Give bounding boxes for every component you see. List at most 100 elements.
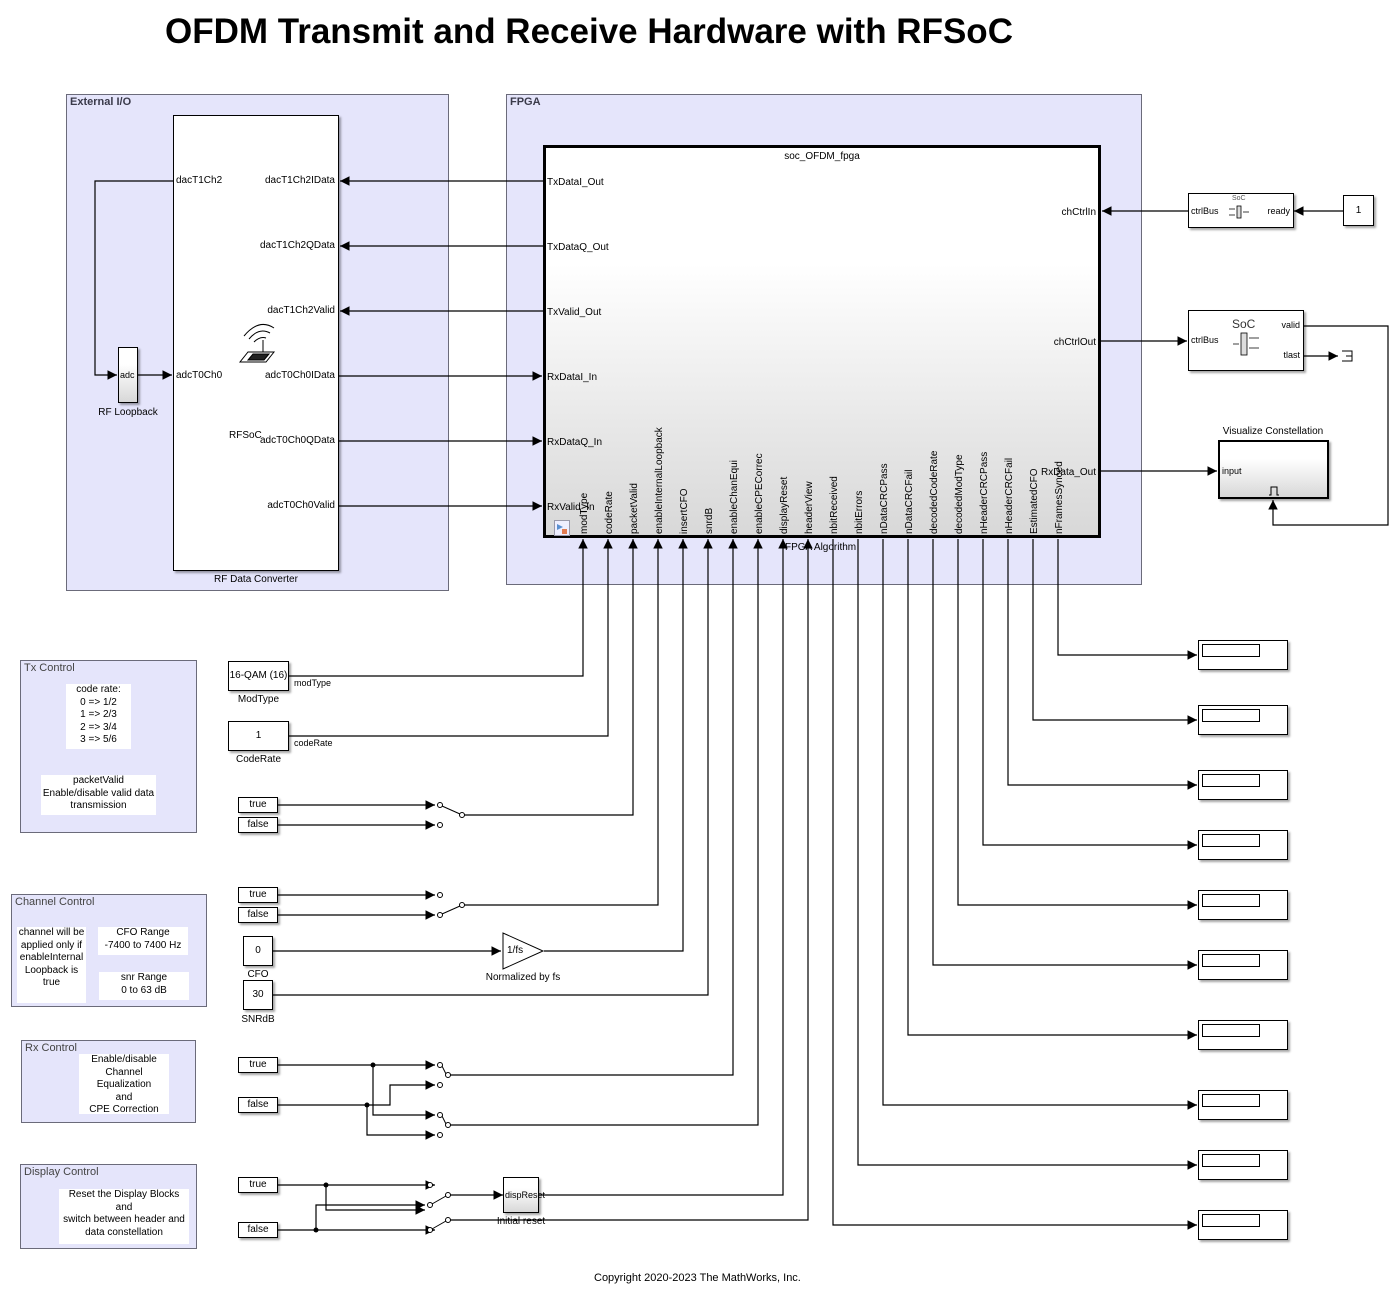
display-block[interactable] (1198, 770, 1288, 800)
packetvalid-false-constant[interactable]: false (238, 817, 278, 833)
loopback-true-constant[interactable]: true (238, 887, 278, 903)
wire (1268, 325, 1389, 526)
display-block[interactable] (1198, 705, 1288, 735)
note-line: 3 => 5/6 (80, 734, 117, 745)
display-value-window (1202, 644, 1260, 657)
area-label: External I/O (70, 96, 132, 108)
junction-dot (370, 1062, 376, 1068)
wire (450, 539, 813, 1221)
rf-loopback-block[interactable]: adc (118, 347, 138, 403)
bottom-port-label: packetValid (629, 483, 640, 534)
rx-true-constant[interactable]: true (238, 1057, 278, 1073)
bottom-port-label: EstimatedCFO (1029, 468, 1040, 534)
display-value-window (1202, 774, 1260, 787)
gain-block (502, 932, 545, 970)
note-line: code rate: (76, 684, 121, 695)
snrdb-constant[interactable]: 30 (243, 980, 273, 1010)
display-block[interactable] (1198, 1150, 1288, 1180)
note-line: data constellation (85, 1226, 163, 1238)
display-value-window (1202, 954, 1260, 967)
port-label: ctrlBus (1191, 335, 1219, 345)
bottom-port-label: enableCPECorrec (754, 453, 765, 534)
rf-loopback-caption: RF Loopback (98, 407, 158, 418)
display-block[interactable] (1198, 1020, 1288, 1050)
port-label: dacT1Ch2 (176, 175, 223, 186)
wire (372, 1065, 435, 1120)
note-line: Channel (105, 1066, 143, 1078)
bottom-port-label: nbitErrors (854, 490, 865, 534)
bottom-port-label: displayReset (779, 476, 790, 534)
display-block[interactable] (1198, 950, 1288, 980)
wire (1007, 539, 1197, 790)
display-block[interactable] (1198, 830, 1288, 860)
wire (1057, 539, 1197, 660)
port-label: tlast (1283, 350, 1300, 360)
port-label: TxDataQ_Out (547, 242, 609, 253)
signal-label: modType (294, 678, 332, 688)
channel-applied-note: channel will be applied only if enableIn… (17, 927, 86, 1003)
display-false-constant[interactable]: false (238, 1222, 278, 1238)
wire (462, 539, 638, 816)
rx-false-constant[interactable]: false (238, 1097, 278, 1113)
coderate-constant[interactable]: 1 (228, 721, 289, 751)
cfo-constant[interactable]: 0 (243, 936, 273, 966)
junction-dot (323, 1182, 329, 1188)
fpga-block-caption: FPGA Algorithm (785, 542, 857, 553)
page-title: OFDM Transmit and Receive Hardware with … (165, 12, 1013, 51)
fpga-block-name: soc_OFDM_fpga (784, 151, 860, 162)
wire (857, 539, 1197, 1170)
switch-icon (427, 1182, 451, 1208)
wire (94, 180, 173, 380)
loopback-false-constant[interactable]: false (238, 907, 278, 923)
bottom-port-label: nHeaderCRCFail (1004, 457, 1015, 534)
note-line: Reset the Display Blocks (68, 1189, 180, 1200)
soc-ready-block[interactable]: ctrlBus ready SoC (1188, 193, 1294, 228)
area-label: FPGA (510, 96, 541, 108)
rf-loopback-icon: adc (120, 370, 135, 380)
rx-note: Enable/disable Channel Equalization and … (79, 1054, 169, 1114)
fpga-algorithm-block[interactable]: soc_OFDM_fpga TxDataI_Out TxDataQ_Out Tx… (543, 145, 1101, 538)
wire (957, 539, 1197, 910)
visualize-constellation-block[interactable]: input (1218, 440, 1329, 499)
wire (932, 539, 1197, 970)
copyright: Copyright 2020-2023 The MathWorks, Inc. (594, 1272, 801, 1284)
wire (366, 1105, 435, 1140)
soc-valid-block[interactable]: ctrlBus valid tlast SoC (1188, 310, 1304, 371)
display-block[interactable] (1198, 640, 1288, 670)
junction-dot (313, 1227, 319, 1233)
note-line: and (115, 1091, 133, 1103)
trigger-icon (1269, 486, 1279, 496)
packetvalid-true-constant[interactable]: true (238, 797, 278, 813)
rf-data-converter-block[interactable]: dacT1Ch2 adcT0Ch0 dacT1Ch2IData dacT1Ch2… (173, 115, 339, 571)
area-label: Rx Control (25, 1042, 77, 1054)
switch-icon (437, 802, 465, 828)
display-block[interactable] (1198, 890, 1288, 920)
display-value-window (1202, 894, 1260, 907)
modtype-constant[interactable]: 16-QAM (16) (228, 661, 289, 691)
wire (544, 539, 688, 952)
port-label: dacT1Ch2QData (259, 240, 335, 251)
display-value-window (1202, 1154, 1260, 1167)
port-label: adcT0Ch0QData (259, 435, 335, 446)
switch-icon (437, 1062, 451, 1088)
note-line: 2 => 3/4 (80, 721, 117, 733)
initial-reset-block[interactable]: dispReset (503, 1177, 545, 1213)
display-block[interactable] (1198, 1090, 1288, 1120)
note-line: CFO Range (116, 927, 170, 938)
port-label: dacT1Ch2IData (264, 175, 335, 186)
ready-constant[interactable]: 1 (1343, 195, 1374, 226)
note-line: transmission (70, 800, 127, 811)
soc-channel-icon (1229, 205, 1249, 219)
port-label: RxData_Out (1040, 467, 1096, 478)
display-block[interactable] (1198, 1210, 1288, 1240)
terminator-icon (1342, 350, 1353, 362)
antenna-icon (238, 323, 276, 363)
display-true-constant[interactable]: true (238, 1177, 278, 1193)
port-label: adcT0Ch0 (176, 370, 223, 381)
bottom-port-label: decodedCodeRate (929, 450, 940, 534)
snrdb-caption: SNRdB (241, 1014, 275, 1025)
cfo-range-note: CFO Range -7400 to 7400 Hz (98, 927, 188, 955)
bottom-port-label: insertCFO (679, 488, 690, 534)
note-line: CPE Correction (89, 1104, 159, 1114)
